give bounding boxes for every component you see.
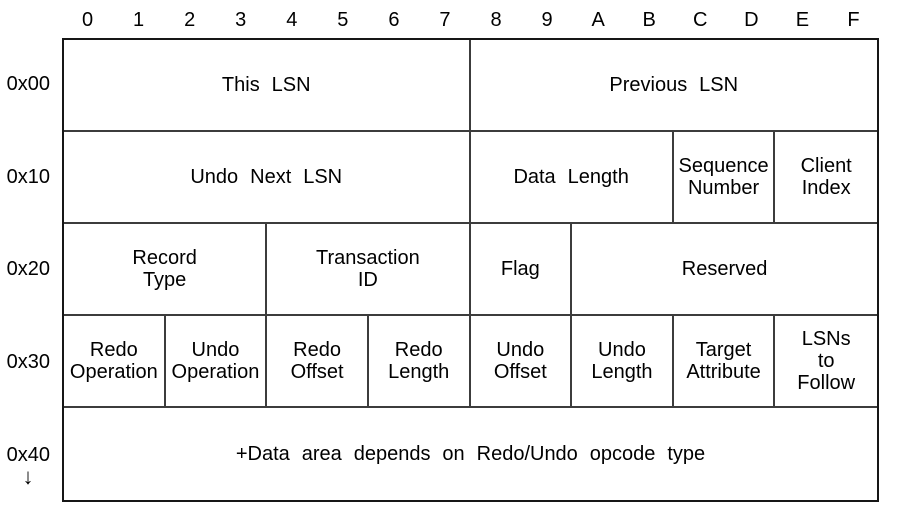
row-label-0x20: 0x20	[6, 258, 50, 281]
column-header-row: 0 1 2 3 4 5 6 7 8 9 A B C D E F	[62, 6, 879, 34]
col-header-9: 9	[541, 8, 553, 31]
down-arrow-icon: ↓	[22, 464, 34, 489]
field-redo-offset: Redo Offset	[267, 316, 369, 408]
field-previous-lsn: Previous LSN	[470, 40, 877, 132]
field-undo-offset: Undo Offset	[470, 316, 573, 408]
row-label-0x10: 0x10	[6, 165, 50, 188]
col-header-3: 3	[235, 8, 247, 31]
field-data-length: Data Length	[470, 132, 674, 224]
field-redo-length: Redo Length	[368, 316, 471, 408]
col-header-2: 2	[184, 8, 196, 31]
col-header-b: B	[642, 8, 656, 31]
col-header-6: 6	[388, 8, 400, 31]
field-data-area: +Data area depends on Redo/Undo opcode t…	[235, 443, 706, 465]
col-header-7: 7	[439, 8, 451, 31]
field-transaction-id: Transaction ID	[267, 224, 471, 316]
row-label-0x00: 0x00	[6, 72, 50, 95]
field-this-lsn: This LSN	[64, 40, 471, 132]
col-header-8: 8	[490, 8, 502, 31]
col-header-d: D	[744, 8, 759, 31]
field-reserved: Reserved	[572, 224, 877, 316]
col-header-a: A	[591, 8, 605, 31]
field-flag: Flag	[470, 224, 573, 316]
col-header-f: F	[847, 8, 860, 31]
col-header-1: 1	[133, 8, 145, 31]
field-undo-next-lsn: Undo Next LSN	[64, 132, 471, 224]
col-header-4: 4	[286, 8, 298, 31]
row-label-0x40: 0x40	[6, 444, 50, 467]
offset-label-column: 0x00 0x10 0x20 0x30 0x40	[0, 38, 56, 502]
row-label-0x30: 0x30	[6, 351, 50, 374]
col-header-5: 5	[337, 8, 349, 31]
field-redo-operation: Redo Operation	[64, 316, 166, 408]
col-header-0: 0	[81, 8, 94, 31]
field-sequence-number: Sequence Number	[673, 132, 776, 224]
col-header-c: C	[693, 8, 708, 31]
field-undo-length: Undo Length	[572, 316, 674, 408]
byte-layout-table: This LSN Previous LSN Undo Next LSN Data…	[62, 38, 879, 502]
field-undo-operation: Undo Operation	[165, 316, 268, 408]
field-lsns-to-follow: LSNs to Follow	[775, 316, 877, 408]
col-header-e: E	[795, 8, 810, 31]
field-client-index: Client Index	[775, 132, 877, 224]
field-record-type: Record Type	[64, 224, 268, 316]
field-target-attribute: Target Attribute	[673, 316, 776, 408]
